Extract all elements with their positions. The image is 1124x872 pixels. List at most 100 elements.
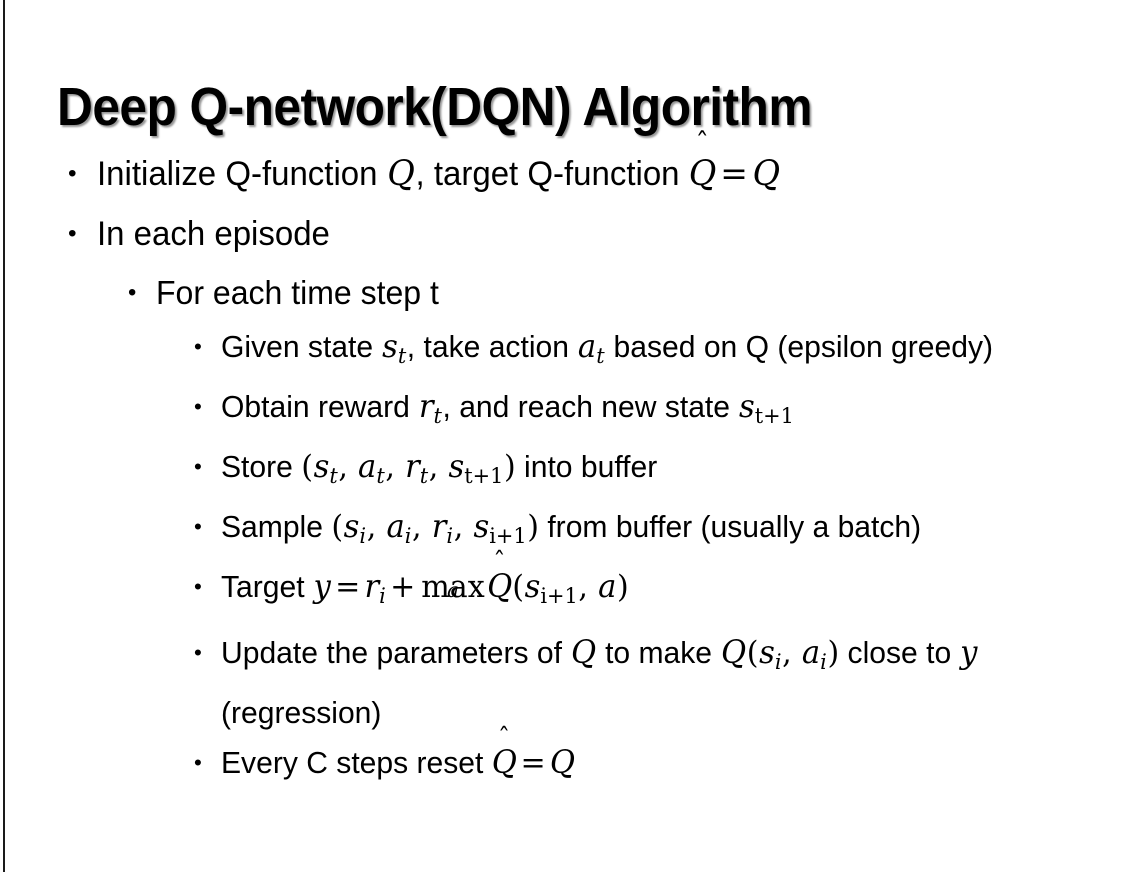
comma: , [338, 449, 358, 486]
bullet-marker: • [194, 640, 202, 666]
text-fragment: (regression) [221, 695, 382, 731]
math-var-r: rt [418, 389, 442, 429]
text-fragment: , and reach new state [442, 389, 739, 425]
bullet-marker: • [68, 220, 77, 247]
math-var-a: ai [801, 635, 827, 675]
list-item-text: Store (st, at, rt, st+1) into buffer [221, 442, 1074, 502]
var-base: a [801, 635, 821, 672]
comma: , [453, 509, 473, 546]
text-fragment: Store [221, 449, 302, 485]
math-var-q: Q [549, 745, 576, 782]
list-item-text: For each time step t [156, 274, 439, 311]
bullet-marker: • [68, 160, 77, 187]
list-item-text: Update the parameters of Q to make Q(si,… [221, 628, 1074, 738]
text-fragment: based on Q (epsilon greedy) [605, 329, 993, 364]
math-var-q: Q [570, 635, 597, 672]
math-operator-equals: = [520, 745, 546, 782]
list-item-text: Given state st, take action at based on … [221, 322, 1074, 382]
var-subscript: t+1 [754, 404, 794, 430]
list-item-initialize: • Initialize Q-function Q, target Q-func… [0, 130, 1124, 204]
var-subscript: i+1 [489, 524, 527, 550]
max-underset-a: a [447, 577, 459, 602]
text-fragment: close to [839, 635, 960, 671]
var-base: s [343, 509, 360, 546]
bullet-marker: • [194, 750, 202, 776]
comma: , [385, 449, 405, 486]
list-item-text: In each episode [97, 215, 330, 253]
var-base: r [418, 389, 434, 426]
var-subscript: i [774, 650, 782, 676]
comma: , [428, 449, 448, 486]
math-var-a: ai [386, 509, 412, 549]
math-var-s-next: st+1 [448, 449, 504, 489]
var-subscript: t [419, 464, 429, 490]
math-var-s-next: st+1 [738, 389, 794, 429]
comma: , [412, 509, 432, 546]
list-item-text: Sample (si, ai, ri, si+1) from buffer (u… [221, 502, 1074, 562]
var-subscript: t [596, 344, 605, 370]
paren-close: ) [827, 635, 840, 672]
qhat-base: Q [487, 569, 513, 606]
math-operator-equals: = [720, 154, 748, 194]
var-subscript: t [329, 464, 338, 490]
math-var-s: si [758, 635, 782, 675]
var-base: s [524, 569, 541, 606]
math-var-s: st [313, 449, 338, 489]
math-var-r: rt [404, 449, 428, 489]
list-item-obtain-reward: • Obtain reward rt, and reach new state … [0, 382, 1124, 442]
var-base: s [738, 389, 755, 426]
math-var-y: y [313, 569, 331, 606]
page-title: Deep Q-network(DQN) Algorithm [57, 77, 813, 138]
text-fragment: Initialize Q-function [97, 155, 387, 193]
paren-open: ( [331, 509, 344, 546]
text-fragment: Sample [221, 509, 332, 545]
math-var-q2: Q [720, 635, 747, 672]
math-var-r: ri [431, 509, 454, 549]
text-fragment: Obtain reward [221, 389, 419, 425]
bullet-marker: • [194, 454, 202, 480]
text-fragment: Update the parameters of [221, 635, 571, 671]
paren-close: ) [616, 569, 629, 606]
var-subscript: i [379, 584, 386, 610]
var-subscript: i [820, 650, 827, 676]
paren-open: ( [746, 635, 759, 672]
bullet-marker: • [128, 279, 137, 306]
var-subscript: t+1 [464, 464, 504, 490]
var-base: s [759, 635, 775, 672]
math-var-a: at [577, 329, 605, 369]
var-base: a [577, 329, 597, 365]
var-subscript: i+1 [540, 584, 578, 610]
var-subscript: t [433, 404, 442, 430]
text-fragment: Target [221, 569, 313, 605]
comma: , [578, 569, 598, 606]
bullet-list: • Initialize Q-function Q, target Q-func… [0, 130, 1124, 788]
var-base: s [473, 509, 490, 546]
var-base: s [448, 449, 465, 486]
math-operator-plus: + [390, 569, 416, 606]
var-subscript: t [397, 344, 407, 370]
text-fragment: to make [596, 635, 721, 671]
math-var-s-next: si+1 [524, 569, 578, 609]
comma: , [366, 509, 386, 546]
math-var-s: si [343, 509, 367, 549]
math-operator-equals: = [335, 569, 361, 606]
var-base: a [358, 449, 377, 486]
list-item-in-each-episode: • In each episode [0, 204, 1124, 264]
max-label: max [421, 569, 485, 606]
math-var-q: Q [387, 154, 415, 194]
var-subscript: i [446, 524, 454, 550]
math-var-a: a [598, 569, 617, 606]
text-fragment: , target Q-function [415, 155, 689, 193]
list-item-for-each-time-step: • For each time step t [0, 264, 1124, 322]
comma: , [782, 635, 802, 672]
left-edge-rule [3, 0, 5, 872]
var-base: r [431, 509, 447, 546]
var-base: s [313, 449, 330, 486]
paren-open: ( [301, 449, 313, 486]
